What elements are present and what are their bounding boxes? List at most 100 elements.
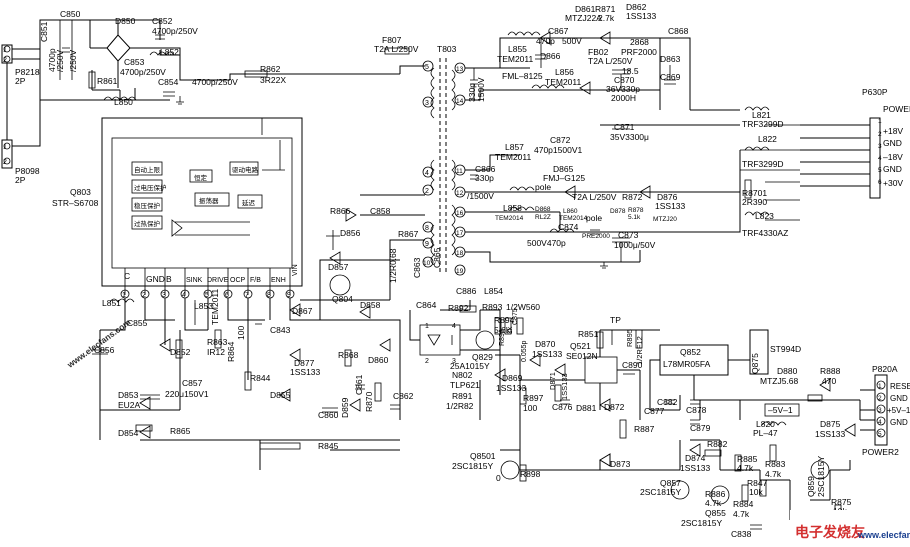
label-q521-val: SE012N: [566, 351, 598, 361]
label-power1: POWER1: [883, 104, 910, 114]
label-d850: D850: [115, 16, 136, 26]
label-fb02-val: T2A L/250V: [588, 56, 633, 66]
label-pin-enh: ENH: [271, 277, 286, 284]
label-pin-c: C: [124, 271, 130, 281]
label-l820-val: PL–47: [753, 428, 778, 438]
label-l855-val: TEM2011: [497, 54, 533, 64]
label-q8501-val: 2SC1815Y: [452, 461, 493, 471]
pin-number: 3: [878, 407, 882, 414]
pin-number: 16: [456, 210, 464, 217]
label-d869: D869: [502, 373, 523, 383]
label-l856: L856: [555, 67, 574, 77]
label-block-constant: 恒定: [194, 173, 208, 182]
label-block-thermal: 过热保护: [134, 219, 160, 228]
label-c867-v: 500V: [562, 36, 582, 46]
label-r875: R875: [831, 497, 852, 507]
pin-number: 2: [3, 159, 7, 166]
pin-number: 17: [456, 230, 464, 237]
label-tp: TP: [610, 315, 621, 325]
label-5v-tag: –5V–1: [768, 405, 793, 415]
label-r887: R887: [634, 424, 655, 434]
label-d881: D881: [576, 403, 597, 413]
label-l853: L853: [194, 301, 213, 311]
pin-number: 3: [162, 292, 166, 299]
label-c865: C865: [432, 247, 442, 268]
label-c873: C873: [618, 230, 639, 240]
label-d862: D862: [626, 2, 647, 12]
pin-number: 1: [3, 47, 7, 54]
label-d862-val: 1SS133: [626, 11, 657, 21]
label-r888: R888: [820, 366, 841, 376]
pin-number: 13: [456, 66, 464, 73]
label-pin-sink: SINK: [186, 277, 203, 284]
label-d868-val: RL2Z: [535, 214, 551, 221]
label-c864: C864: [416, 300, 437, 310]
label-pin-drive: DRIVE: [207, 277, 229, 284]
pin-number: 1: [122, 292, 126, 299]
label-l822-val: TRF3299D: [742, 159, 784, 169]
label-r888-val: 470: [822, 376, 836, 386]
label-pin-gnd: GND: [146, 274, 165, 284]
label-c878: C878: [686, 405, 707, 415]
label-f807-val: T2A L/250V: [374, 44, 419, 54]
label-c871-val: 35V3300μ: [610, 132, 649, 142]
label-c876: C876: [552, 402, 573, 412]
pin-number: 9: [287, 292, 291, 299]
label-c890: C890: [622, 360, 643, 370]
label-d874: D874: [685, 453, 706, 463]
label-d871-val: 1SS133: [560, 373, 569, 400]
label-q857-val: 2SC1815Y: [640, 487, 681, 497]
label-c863: C863: [412, 257, 422, 278]
pin-number: 8: [267, 292, 271, 299]
label-l820: L820: [756, 419, 775, 429]
label-r893: R893: [482, 302, 503, 312]
label-d871: D871: [548, 372, 557, 390]
label-l821: L821: [752, 110, 771, 120]
label-d868: D868: [535, 206, 551, 213]
label-n802: N802: [452, 370, 473, 380]
label-d860: D860: [368, 355, 389, 365]
label-r865: R865: [170, 426, 191, 436]
label-d880: D880: [777, 366, 798, 376]
controller-ic-q803: [101, 117, 303, 299]
label-n802-val: TLP621: [450, 380, 480, 390]
label-c866-v: /1500V: [467, 191, 494, 201]
pin-number: 7: [245, 292, 249, 299]
label-c870: C870: [614, 75, 635, 85]
footer-logo-bg: [790, 510, 910, 547]
label-q803-val: STR–S6708: [52, 198, 99, 208]
label-c886: C886: [456, 286, 477, 296]
label-reset: RESET: [890, 382, 910, 391]
label-p8098: P8098: [15, 166, 40, 176]
label-l851: L851: [102, 298, 121, 308]
label-c854-val: 4700p/250V: [192, 77, 238, 87]
label-c872-val: 470p1500V1: [534, 145, 582, 155]
label-d854: D854: [118, 428, 139, 438]
label-q852: Q852: [680, 347, 701, 357]
secondary-outputs: [465, 31, 881, 269]
label-c877: C877: [644, 406, 665, 416]
label-c858: C858: [370, 206, 391, 216]
pin-number: 4: [452, 323, 456, 330]
label-r897-val: 100: [523, 403, 537, 413]
label-l854: L854: [484, 286, 503, 296]
pin-number: 2: [878, 131, 882, 138]
label-r886: R886: [705, 489, 726, 499]
label-r885-val: 4.7k: [737, 463, 754, 473]
label-d880-val: MTZJ5.68: [760, 376, 799, 386]
label-power2: POWER2: [862, 447, 899, 457]
label-c866: C866: [475, 164, 496, 174]
label-c855: C855: [127, 318, 148, 328]
label-q859: Q859: [806, 476, 816, 497]
label-r844: R844: [250, 373, 271, 383]
label-c853: C853: [124, 57, 145, 67]
label-gnd-b: GND: [883, 164, 902, 174]
label-d870-val: 1SS133: [532, 349, 563, 359]
label-r8701-val: 2R390: [742, 197, 767, 207]
label-r884: R884: [733, 499, 754, 509]
label-c860: C860: [318, 410, 339, 420]
label-c869: C869: [660, 72, 681, 82]
label-d878: D878: [610, 208, 626, 215]
label-r884-val: 4.7k: [733, 509, 750, 519]
label-r892: R892: [448, 303, 469, 313]
